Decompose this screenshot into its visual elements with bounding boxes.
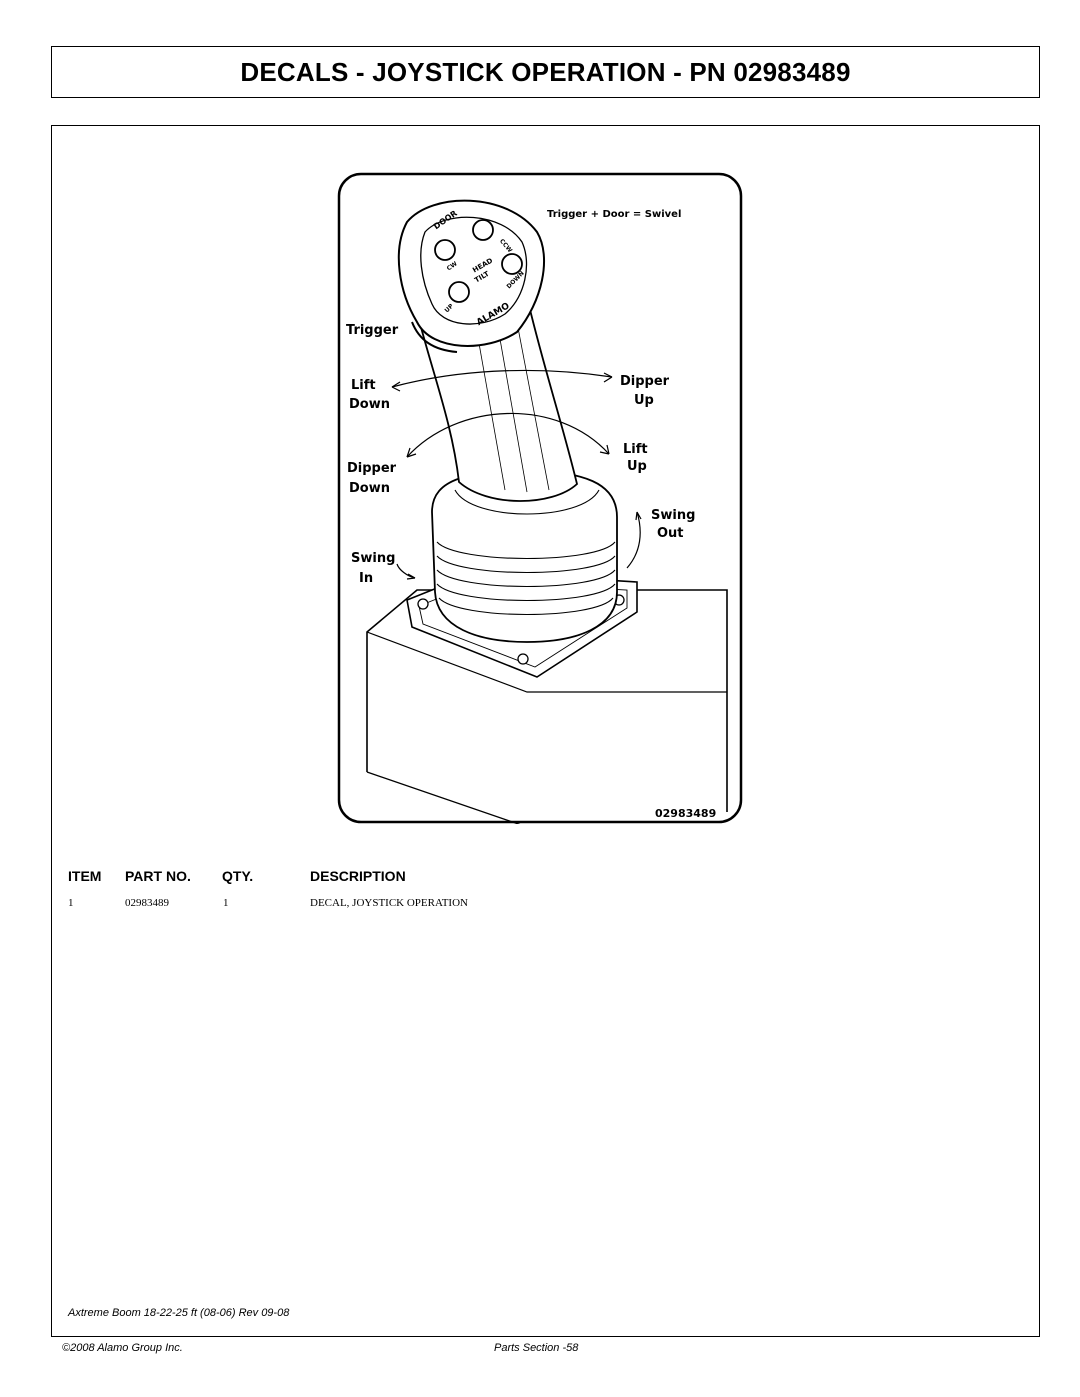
decal-part-number: 02983489 [655, 807, 716, 820]
content-frame [51, 125, 1040, 1337]
label-swing-out-2: Out [657, 526, 684, 541]
row-1-description: DECAL, JOYSTICK OPERATION [310, 897, 468, 909]
decal-header-text: Trigger + Door = Swivel [547, 209, 681, 220]
col-header-part-no: PART NO. [125, 868, 191, 884]
footer-page-number: Parts Section -58 [494, 1342, 579, 1354]
page-title: DECALS - JOYSTICK OPERATION - PN 0298348… [240, 56, 851, 87]
joystick-decal-illustration: Trigger + Door = Swivel DOOR CC [337, 172, 743, 824]
page-title-box: DECALS - JOYSTICK OPERATION - PN 0298348… [51, 46, 1040, 98]
label-dipper-up-1: Dipper [620, 374, 670, 389]
label-lift-up-1: Lift [623, 442, 648, 457]
label-dipper-down-2: Down [349, 481, 390, 496]
label-lift-down-2: Down [349, 397, 390, 412]
label-swing-out-1: Swing [651, 508, 695, 523]
label-lift-up-2: Up [627, 459, 647, 474]
label-swing-in-1: Swing [351, 551, 395, 566]
row-1-item: 1 [68, 897, 74, 909]
footer-copyright: ©2008 Alamo Group Inc. [62, 1342, 183, 1354]
label-trigger: Trigger [346, 323, 399, 338]
label-dipper-up-2: Up [634, 393, 654, 408]
label-swing-in-2: In [359, 571, 373, 586]
label-dipper-down-1: Dipper [347, 461, 397, 476]
footer-model: Axtreme Boom 18-22-25 ft (08-06) Rev 09-… [68, 1307, 290, 1319]
col-header-description: DESCRIPTION [310, 868, 406, 884]
row-1-part-no: 02983489 [125, 897, 169, 909]
col-header-qty: QTY. [222, 868, 254, 884]
col-header-item: ITEM [68, 868, 102, 884]
label-lift-down-1: Lift [351, 378, 376, 393]
button-label-up: UP [443, 302, 455, 314]
row-1-qty: 1 [223, 897, 229, 909]
